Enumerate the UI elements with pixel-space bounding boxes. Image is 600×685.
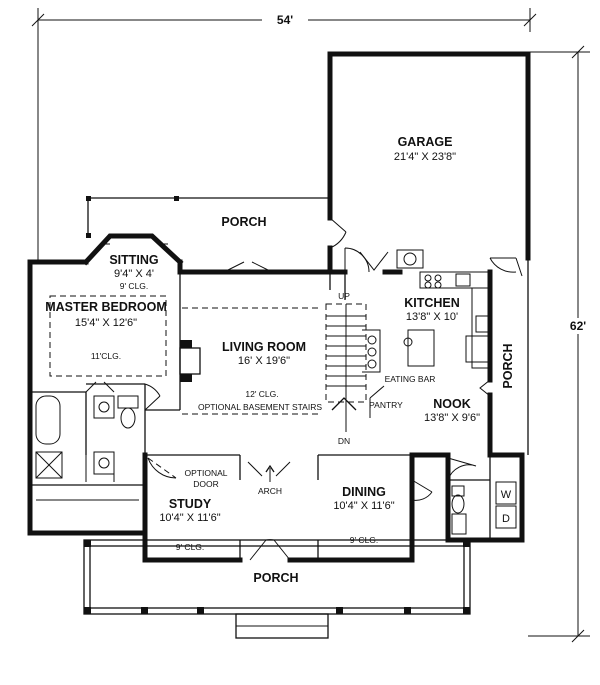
garage-size: 21'4" X 23'8" bbox=[394, 151, 456, 163]
master-size: 15'4" X 12'6" bbox=[75, 317, 137, 329]
kitchen: KITCHEN 13'8" X 10' EATING BAR PANTRY bbox=[362, 271, 491, 418]
pantry-label: PANTRY bbox=[369, 400, 403, 410]
washer-label: W bbox=[501, 489, 512, 501]
stairs: UP DN bbox=[325, 291, 367, 446]
sitting: SITTING 9'4" X 4' 9' CLG. bbox=[100, 243, 168, 291]
kitchen-size: 13'8" X 10' bbox=[406, 311, 458, 323]
study-label: STUDY bbox=[169, 497, 212, 511]
dining-label: DINING bbox=[342, 485, 386, 499]
side-porch-label: PORCH bbox=[501, 343, 515, 388]
eating-bar-label: EATING BAR bbox=[385, 374, 436, 384]
living-room: LIVING ROOM 16' X 19'6" 12' CLG. OPTIONA… bbox=[179, 261, 322, 415]
garage-door-swing bbox=[329, 217, 347, 249]
exterior-walls bbox=[27, 51, 531, 563]
sitting-label: SITTING bbox=[109, 253, 158, 267]
interior-walls bbox=[30, 272, 491, 560]
rear-porch: PORCH bbox=[86, 196, 330, 238]
dining-size: 10'4" X 11'6" bbox=[333, 500, 394, 512]
depth-label: 62' bbox=[570, 319, 586, 333]
nook: NOOK 13'8" X 9'6" bbox=[424, 379, 491, 424]
living-stairs-note: OPTIONAL BASEMENT STAIRS bbox=[198, 402, 322, 412]
arch-label: ARCH bbox=[258, 486, 282, 496]
master-label: MASTER BEDROOM bbox=[45, 300, 167, 314]
optional-door-line2: DOOR bbox=[193, 479, 219, 489]
depth-dimension: 62' bbox=[528, 45, 590, 643]
nook-size: 13'8" X 9'6" bbox=[424, 412, 480, 424]
dining: DINING 10'4" X 11'6" 9' CLG. bbox=[333, 485, 394, 545]
dryer-label: D bbox=[502, 513, 510, 525]
width-dimension: 54' bbox=[31, 8, 537, 260]
nook-label: NOOK bbox=[433, 397, 471, 411]
foyer: ARCH bbox=[247, 461, 291, 561]
kitchen-label: KITCHEN bbox=[404, 296, 460, 310]
garage: GARAGE 21'4" X 23'8" bbox=[329, 135, 523, 277]
width-label: 54' bbox=[277, 13, 293, 27]
stairs-down: DN bbox=[338, 436, 350, 446]
sitting-ceiling: 9' CLG. bbox=[120, 281, 149, 291]
front-porch: PORCH bbox=[83, 539, 471, 639]
living-ceiling: 12' CLG. bbox=[245, 389, 278, 399]
front-porch-label: PORCH bbox=[253, 571, 298, 585]
living-size: 16' X 19'6" bbox=[238, 355, 290, 367]
study: OPTIONAL DOOR STUDY 10'4" X 11'6" 9' CLG… bbox=[147, 457, 228, 552]
optional-door-line1: OPTIONAL bbox=[185, 468, 228, 478]
study-size: 10'4" X 11'6" bbox=[159, 512, 220, 524]
master-bath bbox=[35, 395, 139, 501]
master-ceiling: 11'CLG. bbox=[91, 351, 121, 361]
laundry: W D bbox=[411, 457, 517, 535]
sitting-size: 9'4" X 4' bbox=[114, 268, 154, 280]
master-bedroom: MASTER BEDROOM 15'4" X 12'6" 11'CLG. bbox=[45, 295, 167, 411]
rear-porch-label: PORCH bbox=[221, 215, 266, 229]
stairs-up: UP bbox=[338, 291, 350, 301]
living-label: LIVING ROOM bbox=[222, 340, 306, 354]
garage-label: GARAGE bbox=[398, 135, 453, 149]
study-ceiling: 9' CLG. bbox=[176, 542, 205, 552]
side-porch: PORCH bbox=[501, 258, 529, 455]
